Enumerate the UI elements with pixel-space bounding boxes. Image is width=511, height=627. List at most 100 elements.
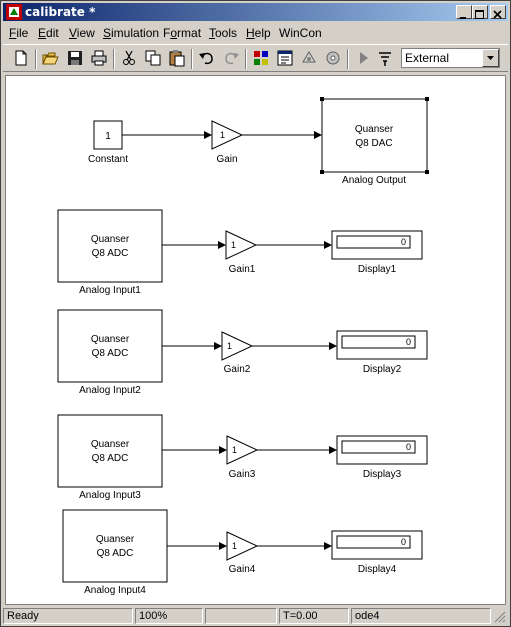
svg-text:0: 0 [401, 237, 406, 247]
simulation-mode-value: External [405, 51, 450, 65]
toolbar: External [3, 44, 508, 72]
library-browser-icon[interactable] [251, 48, 271, 68]
toolbar-separator [35, 49, 37, 69]
resize-grip-icon[interactable] [494, 611, 506, 623]
undo-icon[interactable] [197, 48, 217, 68]
minimize-button[interactable] [456, 5, 472, 19]
svg-text:Quanser: Quanser [91, 234, 130, 245]
status-time-text: T=0.00 [283, 610, 318, 622]
analog-output-block[interactable]: Quanser Q8 DAC [320, 97, 429, 174]
analog-input-block[interactable]: Quanser Q8 ADC [62, 509, 168, 583]
svg-text:Quanser: Quanser [96, 534, 135, 545]
toolbar-separator [191, 49, 193, 69]
status-blank [205, 608, 277, 624]
status-zoom-text: 100% [139, 610, 168, 622]
svg-text:1: 1 [227, 341, 232, 351]
analog-input-label: Analog Input1 [79, 285, 141, 296]
display-block[interactable]: 0 [331, 530, 423, 560]
svg-text:Q8 ADC: Q8 ADC [97, 548, 134, 559]
title-bar[interactable]: calibrate * [3, 3, 508, 21]
gain-block[interactable]: 1 [226, 531, 259, 561]
gain-label: Gain1 [229, 264, 256, 275]
constant-block[interactable]: 1 [93, 120, 123, 150]
model-canvas[interactable]: 1 Constant 1 Gain Quanser Q8 DAC Analog … [5, 75, 506, 605]
menu-bar: File Edit View Simulation Format Tools H… [3, 23, 508, 42]
menu-view[interactable]: View [69, 26, 95, 40]
display-label: Display4 [358, 564, 397, 575]
svg-text:Q8 ADC: Q8 ADC [92, 348, 129, 359]
model-explorer-icon[interactable] [275, 48, 295, 68]
display-block[interactable]: 0 [336, 330, 428, 360]
svg-text:Q8 ADC: Q8 ADC [92, 248, 129, 259]
status-state-text: Ready [7, 610, 39, 622]
status-state: Ready [3, 608, 133, 624]
gain-block[interactable]: 1 [226, 435, 259, 465]
svg-text:1: 1 [220, 130, 225, 140]
menu-edit[interactable]: Edit [38, 26, 59, 40]
analog-input-block[interactable]: Quanser Q8 ADC [57, 414, 163, 488]
start-simulation-icon[interactable] [353, 48, 373, 68]
close-icon [493, 10, 502, 19]
menu-file[interactable]: File [9, 26, 29, 40]
svg-text:0: 0 [406, 337, 411, 347]
window-title: calibrate * [25, 5, 96, 19]
svg-text:Quanser: Quanser [91, 334, 130, 345]
gain-label: Gain3 [229, 469, 256, 480]
open-folder-icon[interactable] [41, 48, 61, 68]
analog-input-label: Analog Input4 [84, 585, 146, 596]
display-block[interactable]: 0 [331, 230, 423, 260]
dropdown-arrow-button[interactable] [482, 49, 499, 67]
gain-block[interactable]: 1 [221, 331, 254, 361]
menu-simulation[interactable]: Simulation [103, 26, 160, 40]
display-label: Display2 [363, 364, 402, 375]
minimize-icon [460, 17, 466, 19]
cut-scissors-icon[interactable] [119, 48, 139, 68]
paste-clipboard-icon[interactable] [167, 48, 187, 68]
menu-help[interactable]: Help [246, 26, 271, 40]
svg-text:Q8 ADC: Q8 ADC [92, 453, 129, 464]
simulation-mode-select[interactable]: External [401, 48, 500, 68]
svg-text:0: 0 [406, 442, 411, 452]
svg-text:Q8 DAC: Q8 DAC [355, 138, 392, 149]
status-solver: ode4 [351, 608, 491, 624]
menu-format[interactable]: Format [163, 26, 202, 40]
analog-input-label: Analog Input3 [79, 490, 141, 501]
save-disk-icon[interactable] [65, 48, 85, 68]
gain-block[interactable]: 1 [225, 230, 258, 260]
connect-target-icon[interactable] [375, 48, 395, 68]
close-button[interactable] [490, 5, 506, 19]
menu-tools[interactable]: Tools [209, 26, 238, 40]
status-bar: Ready 100% T=0.00 ode4 [3, 607, 508, 626]
svg-text:Quanser: Quanser [91, 439, 130, 450]
svg-text:1: 1 [231, 240, 236, 250]
new-model-icon[interactable] [11, 48, 31, 68]
toolbar-separator [347, 49, 349, 69]
analog-input-block[interactable]: Quanser Q8 ADC [57, 209, 163, 283]
print-icon[interactable] [89, 48, 109, 68]
copy-icon[interactable] [143, 48, 163, 68]
gain-label: Gain4 [229, 564, 256, 575]
analog-input-block[interactable]: Quanser Q8 ADC [57, 309, 163, 383]
gain-label: Gain2 [224, 364, 251, 375]
svg-text:0: 0 [401, 537, 406, 547]
menu-wincon[interactable]: WinCon [279, 26, 322, 40]
svg-text:1: 1 [105, 131, 111, 142]
redo-icon[interactable] [221, 48, 241, 68]
svg-text:1: 1 [232, 445, 237, 455]
debug-icon[interactable] [299, 48, 319, 68]
gain-label: Gain [216, 154, 237, 165]
chevron-down-icon [487, 56, 494, 60]
maximize-button[interactable] [472, 5, 488, 19]
gain-block[interactable]: 1 [211, 120, 244, 150]
toolbar-separator [113, 49, 115, 69]
build-gear-icon[interactable] [323, 48, 343, 68]
block-diagram: 1 Constant 1 Gain Quanser Q8 DAC Analog … [57, 97, 429, 596]
svg-text:Quanser: Quanser [355, 124, 394, 135]
status-solver-text: ode4 [355, 610, 380, 622]
display-block[interactable]: 0 [336, 435, 428, 465]
display-label: Display1 [358, 264, 397, 275]
svg-text:1: 1 [232, 541, 237, 551]
status-time: T=0.00 [279, 608, 349, 624]
analog-input-label: Analog Input2 [79, 385, 141, 396]
